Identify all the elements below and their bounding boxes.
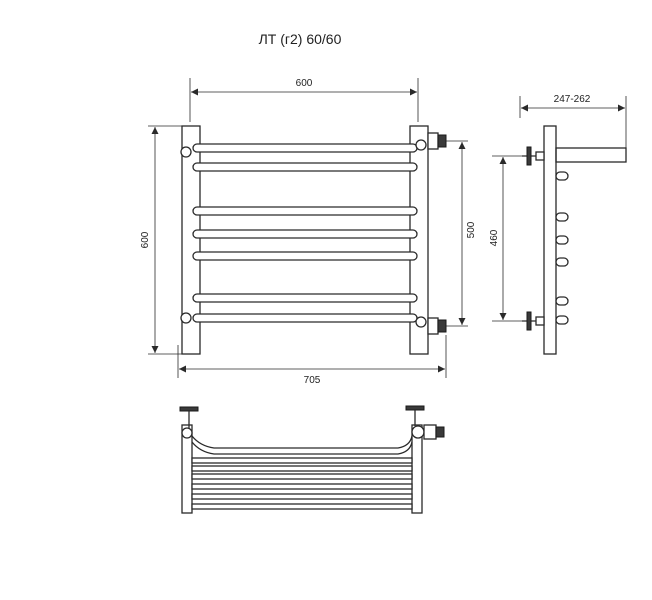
top-left-valve (179, 406, 199, 439)
front-crossbars (192, 143, 418, 323)
top-curved-frame (191, 435, 413, 449)
front-view: 600 600 500 705 (140, 78, 477, 386)
front-height-dimension: 600 (140, 125, 182, 355)
total-width-label: 705 (304, 375, 321, 386)
axis-distance-label: 500 (466, 221, 477, 238)
side-shelf-bar (555, 147, 627, 163)
drawing-title: ЛТ (г2) 60/60 (259, 31, 342, 47)
side-top-valve (522, 146, 545, 166)
side-upright (543, 125, 557, 355)
left-top-connector (180, 146, 192, 158)
front-width-dimension: 600 (189, 78, 419, 122)
top-view-bars (191, 457, 413, 510)
axis-distance-dimension: 500 (438, 140, 477, 327)
side-axis-dimension: 460 (489, 155, 530, 322)
depth-dimension: 247-262 (519, 94, 627, 150)
side-crossbar-stubs (555, 171, 569, 325)
side-axis-label: 460 (489, 229, 500, 246)
right-top-fitting (415, 132, 447, 151)
total-width-dimension: 705 (177, 335, 447, 386)
right-bottom-fitting (415, 316, 447, 335)
top-view (179, 405, 445, 514)
depth-label: 247-262 (554, 94, 591, 105)
side-view: 247-262 460 (489, 94, 627, 355)
side-bottom-valve (522, 311, 545, 331)
right-upright (409, 125, 429, 355)
front-width-label: 600 (296, 78, 313, 89)
front-height-label: 600 (140, 231, 151, 248)
left-upright (181, 125, 201, 355)
top-right-valve (405, 405, 445, 440)
left-bottom-connector (180, 312, 192, 324)
